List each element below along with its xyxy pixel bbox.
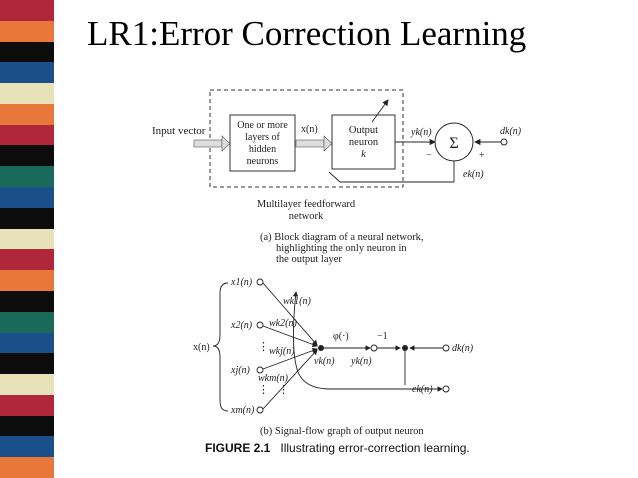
error-junction-node — [402, 345, 408, 351]
stripe-segment — [0, 145, 54, 167]
stripe-segment — [0, 415, 54, 437]
x1-node — [256, 278, 264, 286]
figure-caption-text: Illustrating error-correction learning. — [280, 441, 470, 455]
xm-node — [256, 406, 264, 414]
stripe-segment — [0, 207, 54, 229]
stripe-segment — [0, 353, 54, 375]
stripe-segment — [0, 187, 54, 208]
weight-adjust-arrow — [371, 99, 389, 123]
stripe-segment — [0, 0, 54, 21]
x2-label: x2(n) — [230, 320, 253, 331]
stripe-segment — [0, 83, 54, 104]
stripe-segment — [0, 249, 54, 271]
vk-node — [318, 345, 324, 351]
output-neuron-box — [331, 114, 396, 170]
stripe-segment — [0, 270, 54, 291]
xm-label: xm(n) — [230, 405, 255, 416]
yk-node — [370, 344, 378, 352]
caption-a-line-2: highlighting the only neuron in — [276, 243, 407, 254]
decorative-color-stripe — [0, 0, 54, 478]
stripe-segment — [0, 103, 54, 125]
wkj-label: wkj(n) — [269, 346, 295, 357]
stripe-segment — [0, 457, 54, 478]
stripe-segment — [0, 166, 54, 188]
yk-label-b: yk(n) — [350, 356, 372, 367]
dk-label: dk(n) — [500, 126, 522, 137]
x-vector-label-b: x(n) — [193, 342, 210, 353]
caption-a-line-3: the output layer — [276, 254, 342, 265]
input-brace — [212, 282, 229, 412]
wkj-branch — [262, 348, 318, 370]
stripe-segment — [0, 228, 54, 250]
vk-label: vk(n) — [314, 356, 335, 367]
sigma-symbol: Σ — [449, 135, 458, 152]
stripe-segment — [0, 374, 54, 395]
input-vector-label: Input vector — [152, 125, 206, 137]
x-vector-label: x(n) — [301, 124, 318, 135]
figure-caption: FIGURE 2.1 Illustrating error-correction … — [205, 441, 470, 455]
wk2-branch — [262, 325, 318, 347]
hidden-line-1: One or more — [237, 120, 288, 131]
xj-node — [256, 366, 264, 374]
diagram-area: Input vector One or more layers of hidde… — [130, 80, 550, 460]
minus-one-label: −1 — [377, 331, 388, 342]
plus-sign: + — [479, 150, 485, 161]
stripe-segment — [0, 20, 54, 42]
dk-node-b — [442, 344, 450, 352]
error-feedback-curve — [292, 291, 405, 390]
figure-label: FIGURE 2.1 — [205, 441, 271, 455]
signal-flow-graph: x(n) x1(n) x2(n) xj(n) xm(n) ⋮ ⋮ wk1(n) … — [193, 277, 474, 437]
x1-label: x1(n) — [230, 277, 253, 288]
dots-left-2: ⋮ — [258, 384, 269, 396]
stripe-segment — [0, 62, 54, 84]
ek-node — [442, 385, 450, 393]
hidden-layers-box — [229, 114, 296, 172]
wk1-branch — [262, 282, 318, 346]
x-arrow-head — [323, 135, 333, 152]
stripe-segment — [0, 41, 54, 63]
caption-b: (b) Signal-flow graph of output neuron — [260, 426, 424, 437]
block-diagram: Input vector One or more layers of hidde… — [152, 89, 522, 265]
output-line-1: Output — [349, 125, 378, 136]
hidden-line-3: hidden — [249, 144, 276, 155]
ek-label: ek(n) — [463, 169, 484, 180]
x2-node — [256, 321, 264, 329]
hidden-line-4: neurons — [247, 156, 279, 167]
dk-label-b: dk(n) — [452, 343, 474, 354]
output-line-2: neuron — [349, 137, 379, 148]
ek-label-b: ek(n) — [412, 384, 433, 395]
xj-label: xj(n) — [230, 365, 251, 376]
output-k-label: k — [361, 149, 366, 160]
wkm-branch — [262, 349, 318, 410]
error-line-end — [328, 171, 341, 183]
hidden-line-2: layers of — [245, 132, 280, 143]
network-dashed-boundary — [209, 89, 404, 188]
input-arrow-head — [221, 135, 231, 152]
stripe-segment — [0, 290, 54, 312]
wkm-label: wkm(n) — [258, 373, 289, 384]
dots-mid: ⋮ — [278, 384, 289, 396]
minus-sign: − — [426, 150, 432, 161]
slide-title: LR1:Error Correction Learning — [87, 14, 527, 53]
caption-a-line-1: (a) Block diagram of a neural network, — [260, 232, 424, 243]
wk1-label: wk1(n) — [283, 296, 311, 307]
dots-left-1: ⋮ — [258, 341, 269, 353]
wk2-label: wk2(n) — [269, 318, 297, 329]
network-label-2: network — [289, 211, 324, 222]
phi-label: φ(·) — [333, 331, 349, 342]
stripe-segment — [0, 332, 54, 354]
stripe-segment — [0, 124, 54, 146]
yk-label: yk(n) — [410, 127, 432, 138]
stripe-segment — [0, 436, 54, 458]
stripe-segment — [0, 394, 54, 416]
stripe-segment — [0, 311, 54, 333]
network-label-1: Multilayer feedforward — [257, 199, 356, 210]
